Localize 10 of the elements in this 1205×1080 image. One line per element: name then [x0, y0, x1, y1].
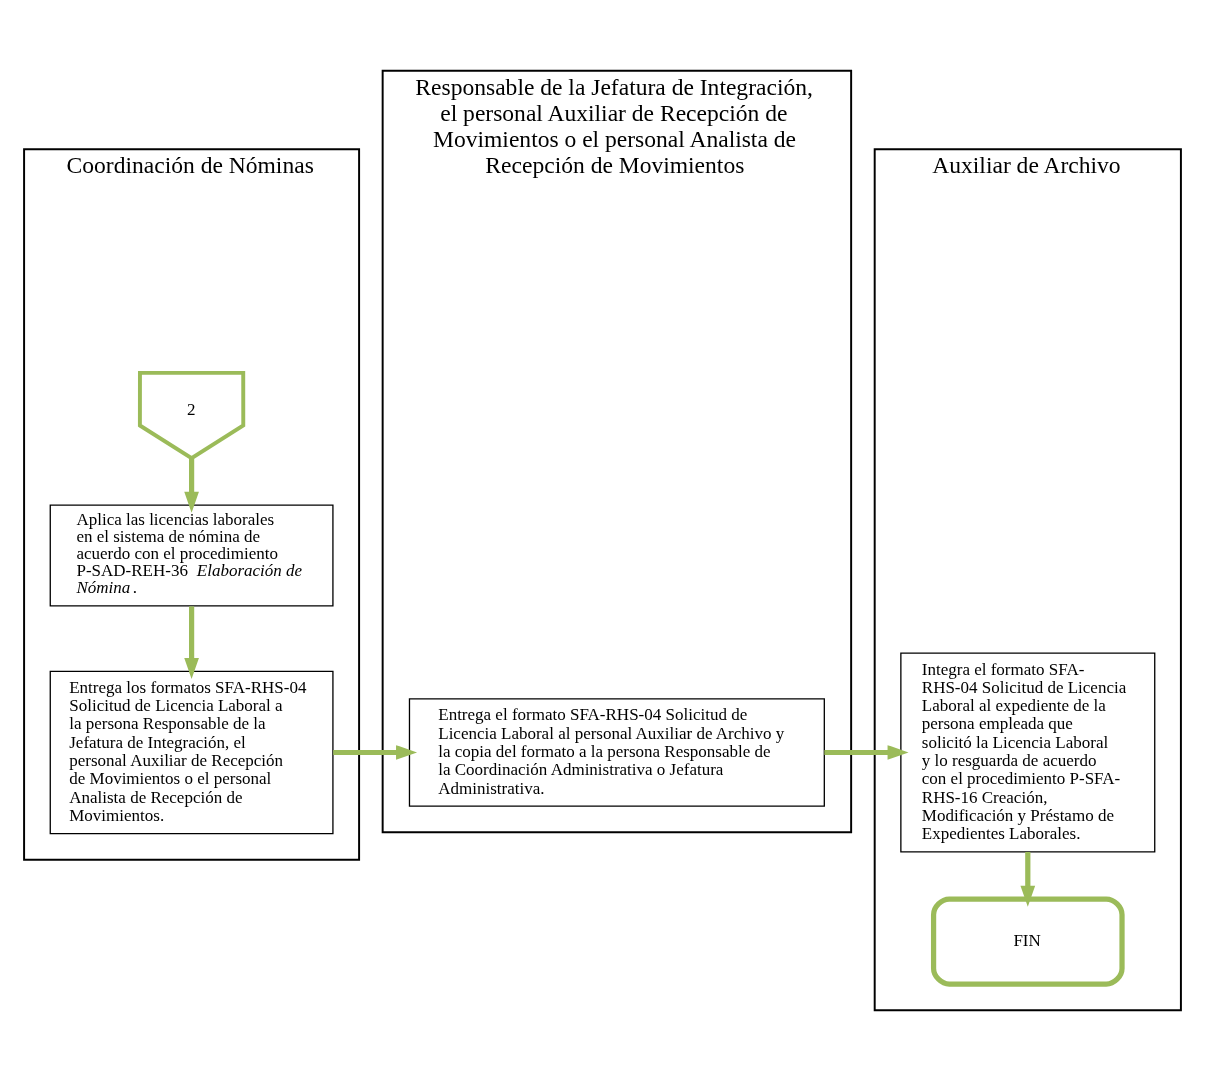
node-box: FIN [930, 895, 1125, 987]
node-box: Entrega los formatos SFA-RHS-04 Solicitud de Licencia Laboral a la persona Responsable de la Jefatura de Integración, el personal Auxiliar de Recepción de Movimientos o el personal Analista de Recepción de Movimientos. [49, 670, 334, 834]
node-box: Entrega el formato SFA-RHS-04 Solicitud de Licencia Laboral al personal Auxiliar de Archivo y la copia del formato a la persona Responsable de la Coordinación Administrativa o Jefatura Administrativa. [408, 697, 825, 807]
arrow [333, 744, 418, 760]
node-box: Aplica las licencias laborales en el sistema de nómina de acuerdo con el procedimiento P-SAD-REH-36 Elaboración de Nómina. [49, 504, 334, 607]
arrow [1020, 851, 1036, 907]
node-box: Integra el formato SFA-RHS-04 Solicitud de Licencia Laboral al expediente de la persona empleada que solicitó la Licencia Laboral y lo resguarda de acuerdo con el procedimiento P-SFA-RHS-16 Creación, Modificación y Préstamo de Expedientes Laborales. [900, 651, 1156, 853]
arrow [184, 457, 199, 513]
arrow [824, 744, 909, 760]
arrow [184, 605, 199, 679]
